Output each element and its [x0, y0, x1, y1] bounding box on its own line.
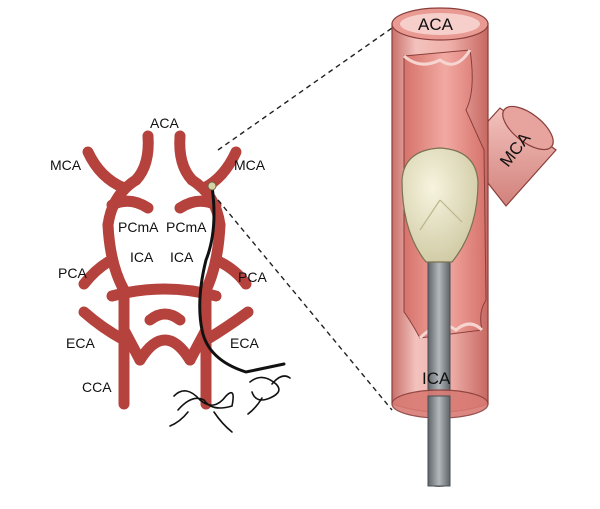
right-eca-vessel	[200, 306, 254, 346]
label-pca-right: PCA	[238, 269, 267, 285]
label-ica-left: ICA	[130, 249, 154, 265]
label-aca: ACA	[150, 115, 179, 131]
label-pca-left: PCA	[58, 265, 87, 281]
zoom-lines	[217, 27, 393, 411]
basilar-left-vessel	[118, 324, 146, 366]
label-eca-left: ECA	[66, 335, 95, 351]
left-eca-vessel	[78, 306, 130, 346]
left-mca-vessel	[82, 146, 130, 194]
label-pcma-right: PCmA	[166, 219, 207, 235]
label-cca: CCA	[82, 379, 112, 395]
occluder-tip-small	[207, 181, 217, 191]
inserted-filament	[198, 181, 286, 374]
posterior-connection-vessel	[106, 283, 222, 302]
magnified-vessel	[391, 7, 557, 487]
left-suture	[169, 390, 234, 433]
right-aca-vessel	[174, 130, 198, 186]
right-pca-vessel	[214, 256, 252, 290]
right-suture	[247, 375, 291, 415]
basilar-right-vessel	[184, 324, 212, 366]
right-mca-vessel	[198, 146, 242, 194]
artery-tree	[78, 130, 254, 410]
basilar-arch-vessel	[134, 334, 196, 366]
basilar-top-vessel	[144, 308, 186, 326]
suture-ties	[169, 375, 291, 433]
left-labels: ACA MCA MCA PCmA PCmA ICA ICA PCA PCA EC…	[50, 115, 267, 395]
label-pcma-left: PCmA	[118, 219, 159, 235]
left-aca-vessel	[130, 130, 154, 186]
label-mca-left: MCA	[50, 157, 82, 173]
label-zoom-ica: ICA	[422, 369, 451, 388]
label-eca-right: ECA	[230, 335, 259, 351]
label-mca-right: MCA	[234, 157, 266, 173]
occluder-tip	[401, 147, 479, 263]
label-zoom-aca: ACA	[418, 15, 454, 34]
right-pcma-vessel	[174, 195, 222, 214]
left-pcma-vessel	[106, 195, 154, 214]
left-pca-vessel	[78, 256, 114, 290]
label-ica-right: ICA	[170, 249, 194, 265]
